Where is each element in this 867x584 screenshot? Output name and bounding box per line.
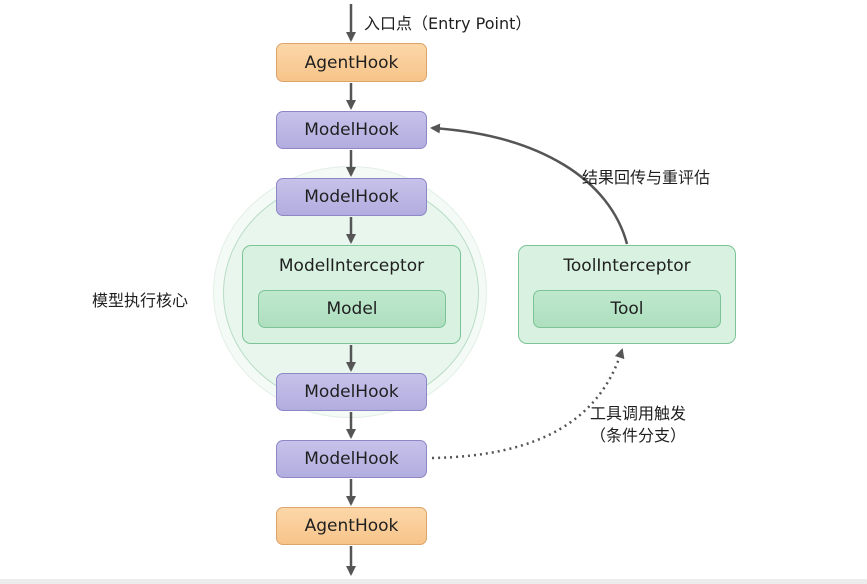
model-node[interactable]: Model — [258, 290, 446, 328]
tool-call-label: 工具调用触发 （条件分支） — [590, 403, 686, 447]
agent-hook-bottom[interactable]: AgentHook — [276, 507, 427, 545]
tool-call-label-line1: 工具调用触发 — [590, 404, 687, 423]
feedback-label: 结果回传与重评估 — [582, 168, 711, 187]
tool-call-label-line2: （条件分支） — [590, 426, 687, 445]
model-hook-3[interactable]: ModelHook — [276, 373, 427, 411]
model-interceptor-label: ModelInterceptor — [278, 256, 425, 276]
model-hook-2[interactable]: ModelHook — [276, 178, 427, 216]
tool-node[interactable]: Tool — [533, 290, 721, 328]
bottom-divider — [0, 579, 867, 584]
entry-point-label: 入口点（Entry Point） — [364, 14, 532, 33]
core-label: 模型执行核心 — [92, 291, 189, 310]
model-hook-1[interactable]: ModelHook — [276, 111, 427, 149]
agent-hook-top[interactable]: AgentHook — [276, 43, 427, 82]
model-hook-4[interactable]: ModelHook — [276, 440, 427, 478]
tool-interceptor-label: ToolInterceptor — [563, 256, 691, 276]
